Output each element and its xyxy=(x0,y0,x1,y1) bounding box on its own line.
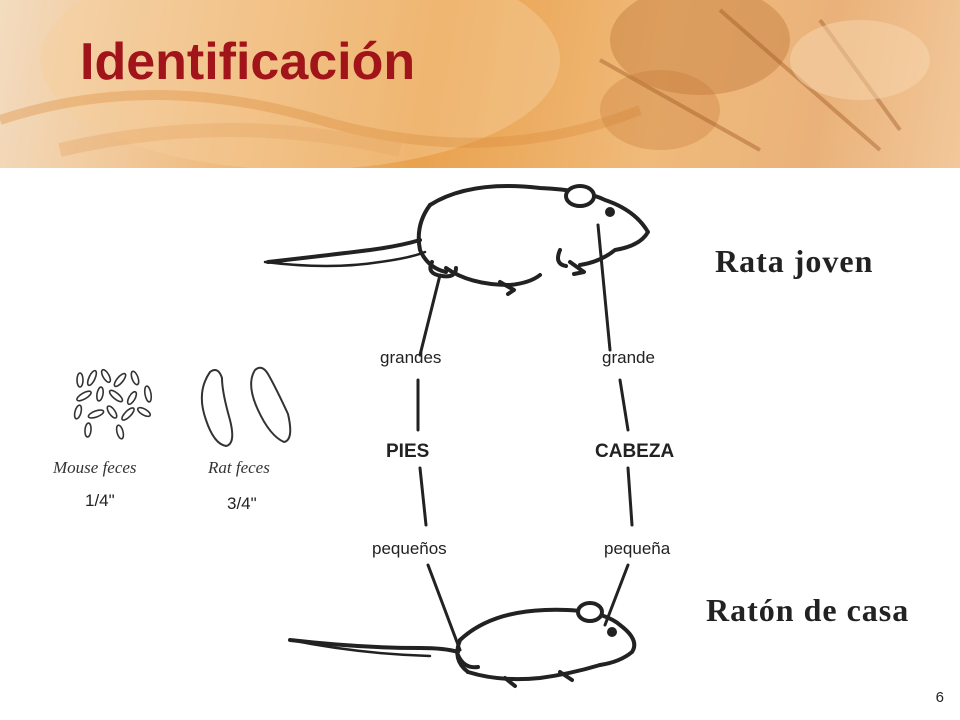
feet-large-label: grandes xyxy=(380,348,442,367)
head-large-label: grande xyxy=(602,348,655,367)
page-number: 6 xyxy=(935,689,944,706)
rat-illustration xyxy=(263,184,650,296)
feet-small-label: pequeños xyxy=(372,539,447,558)
head-small-label: pequeña xyxy=(604,539,671,558)
rat-label: Rata joven xyxy=(715,243,874,279)
rat-mouse-comparison-drawing xyxy=(73,184,650,688)
mouse-feces-caption: Mouse feces xyxy=(53,458,137,477)
mouse-feces-size: 1/4" xyxy=(85,491,115,510)
header-banner xyxy=(0,0,960,168)
rat-feces-illustration xyxy=(200,366,292,448)
mouse-label: Ratón de casa xyxy=(706,592,910,628)
head-label: CABEZA xyxy=(595,441,675,462)
mouse-feces-illustration xyxy=(73,368,153,440)
mouse-illustration xyxy=(288,601,637,688)
rat-feces-size: 3/4" xyxy=(227,494,257,513)
rat-feces-caption: Rat feces xyxy=(208,458,270,477)
page-title: Identificación xyxy=(80,33,416,91)
feet-label: PIES xyxy=(386,441,430,462)
banner-texture xyxy=(0,0,930,168)
